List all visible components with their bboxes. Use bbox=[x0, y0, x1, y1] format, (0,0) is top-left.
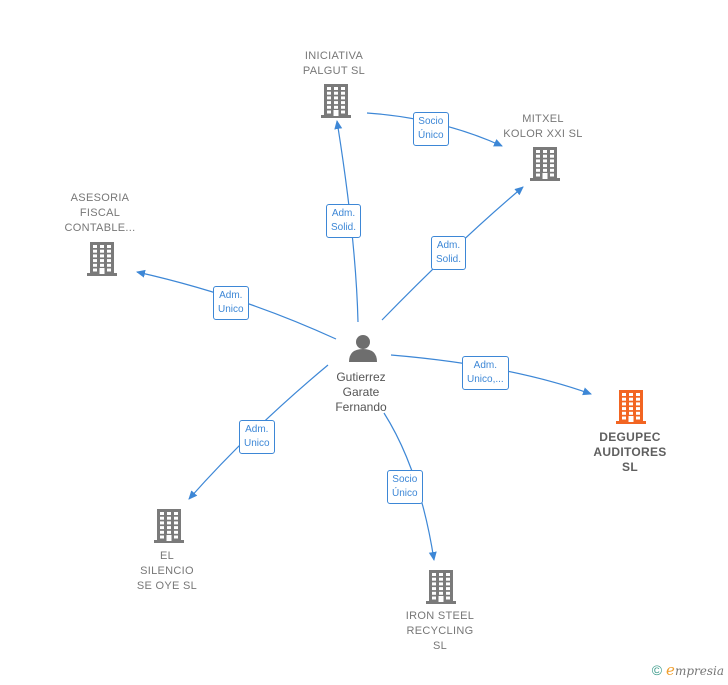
edge-label-mitxel[interactable]: Adm. Solid. bbox=[431, 236, 467, 270]
person-icon[interactable] bbox=[349, 335, 377, 362]
copyright-icon: © bbox=[651, 662, 663, 678]
edge-label-mitxel[interactable]: Socio Único bbox=[413, 112, 449, 146]
edge-label-ironsteel[interactable]: Socio Único bbox=[387, 470, 423, 504]
brand-logo: empresia bbox=[666, 661, 724, 679]
building-icon[interactable] bbox=[426, 570, 456, 604]
company-name-silencio[interactable]: EL SILENCIO SE OYE SL bbox=[136, 550, 198, 592]
edge-label-silencio[interactable]: Adm. Unico bbox=[239, 420, 275, 454]
edge-label-asesoria[interactable]: Adm. Unico bbox=[213, 286, 249, 320]
company-name-degupec[interactable]: DEGUPEC AUDITORES SL bbox=[593, 430, 667, 474]
building-icon[interactable] bbox=[530, 147, 560, 181]
edge-label-iniciativa[interactable]: Adm. Solid. bbox=[326, 204, 362, 238]
building-icon[interactable] bbox=[154, 509, 184, 543]
building-icon[interactable] bbox=[87, 242, 117, 276]
company-name-asesoria[interactable]: ASESORIA FISCAL CONTABLE... bbox=[64, 192, 136, 234]
building-icon[interactable] bbox=[616, 390, 646, 424]
company-name-ironsteel[interactable]: IRON STEEL RECYCLING SL bbox=[405, 610, 475, 652]
person-name[interactable]: Gutierrez Garate Fernando bbox=[335, 370, 387, 414]
company-name-mitxel[interactable]: MITXEL KOLOR XXI SL bbox=[503, 113, 583, 140]
company-name-iniciativa[interactable]: INICIATIVA PALGUT SL bbox=[302, 50, 366, 77]
footer-brand: ©empresia bbox=[652, 661, 724, 679]
building-icon[interactable] bbox=[321, 84, 351, 118]
edge-label-degupec[interactable]: Adm. Unico,... bbox=[462, 356, 509, 390]
